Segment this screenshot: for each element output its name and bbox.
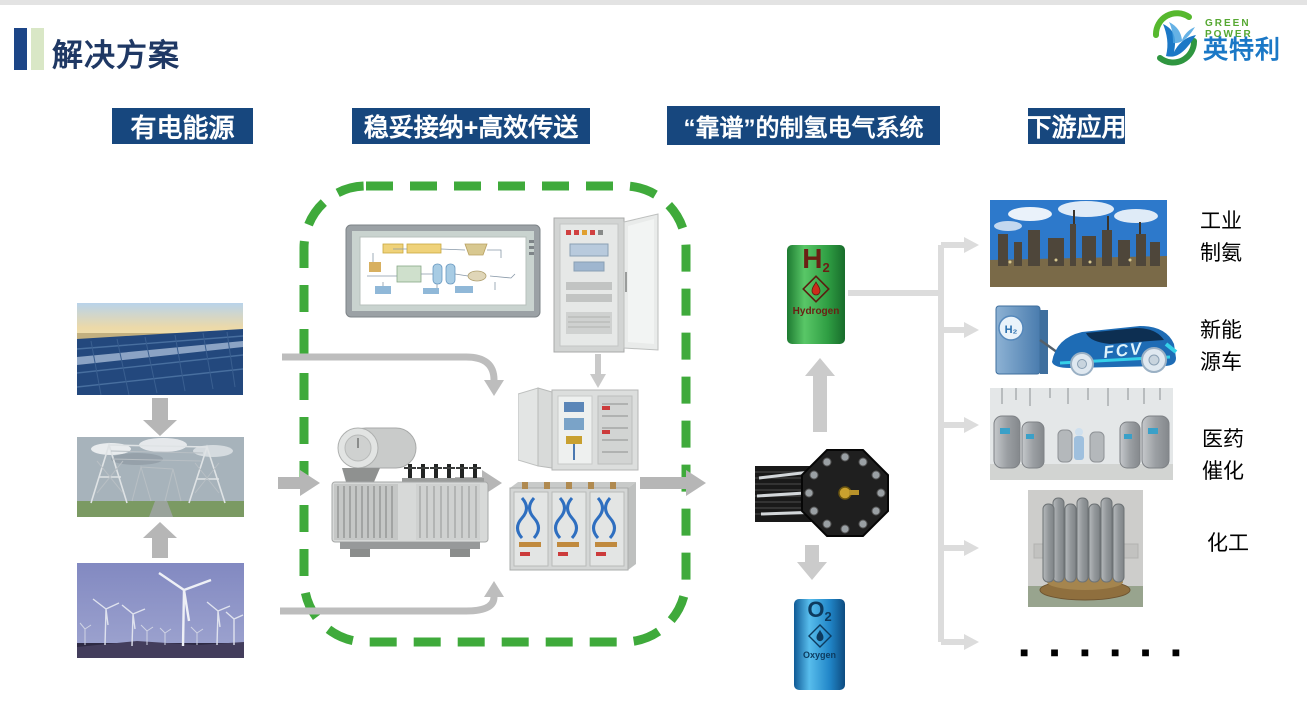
rectifier-cabinet-photo [509, 482, 636, 571]
branch-trunk [848, 242, 964, 645]
flammable-diamond-icon [802, 275, 830, 303]
header-transmission: 稳妥接纳+高效传送 [352, 108, 590, 144]
switchgear-cabinet-photo [518, 387, 639, 471]
arrow-wind-to-substation [143, 522, 177, 558]
hydrogen-cylinder: H2 Hydrogen [787, 245, 845, 344]
h2-subscript: 2 [822, 260, 830, 275]
curved-arrow-bottom [280, 596, 498, 615]
arrow-cabinet-to-electrolyzer [640, 470, 706, 496]
pharma-cleanroom-photo [990, 388, 1173, 480]
header-downstream: 下游应用 [1028, 108, 1125, 144]
hmi-panel-photo [345, 224, 541, 318]
h2-symbol: H [802, 243, 823, 274]
header-hydrogen-system: “靠谱”的制氢电气系统 [667, 106, 940, 145]
logo-text-en: GREEN POWER [1205, 18, 1253, 40]
arrow-electrolyzer-to-h2 [805, 358, 835, 432]
arrow-solar-to-substation [143, 398, 177, 436]
logo-text-cn: 英特利 [1203, 36, 1282, 64]
more-applications-dots: ■ ■ ■ ■ ■ ■ [1020, 644, 1190, 660]
o2-caption: Oxygen [802, 650, 836, 660]
app-label-new-energy-vehicle: 新能 源车 [1200, 319, 1242, 374]
o2-symbol: O [807, 597, 825, 622]
transformer-photo [331, 427, 489, 557]
header-power-source: 有电能源 [112, 108, 253, 144]
page-title: 解决方案 [52, 38, 180, 73]
top-strip [0, 0, 1307, 5]
fuel-cell-vehicle-photo: H₂ FCV [995, 305, 1178, 376]
o2-subscript: 2 [824, 609, 832, 624]
chemical-reactor-photo [1028, 490, 1143, 607]
branch-arrowheads [964, 237, 979, 650]
app-label-pharma-catalysis: 医药 催化 [1202, 428, 1244, 483]
electrolyzer-stack-photo [755, 449, 889, 537]
logo-swirl-icon [1153, 10, 1198, 66]
arrow-electrolyzer-to-o2 [797, 545, 827, 580]
app-label-industrial-ammonia: 工业 制氨 [1200, 210, 1242, 265]
dispenser-h2-label: H₂ [1005, 324, 1018, 336]
h2-caption: Hydrogen [792, 306, 840, 317]
arrow-substation-to-transformer [278, 470, 320, 496]
oxygen-diamond-icon [807, 623, 832, 649]
bushings [402, 464, 484, 482]
control-cabinet-photo [553, 213, 659, 353]
app-label-chemical-industry: 化工 [1207, 532, 1249, 555]
fcv-body-label: FCV [1102, 339, 1144, 362]
company-logo: GREEN POWER 英特利 [1149, 10, 1299, 72]
oxygen-cylinder: O2 Oxygen [794, 599, 845, 690]
solar-panels-photo [77, 303, 243, 395]
industrial-plant-photo [990, 200, 1167, 287]
title-accent-light-bar [31, 28, 44, 70]
wind-turbines-photo [77, 563, 244, 658]
title-accent-dark-bar [14, 28, 27, 70]
substation-towers-photo [77, 437, 244, 517]
curved-arrow-top [282, 353, 498, 381]
